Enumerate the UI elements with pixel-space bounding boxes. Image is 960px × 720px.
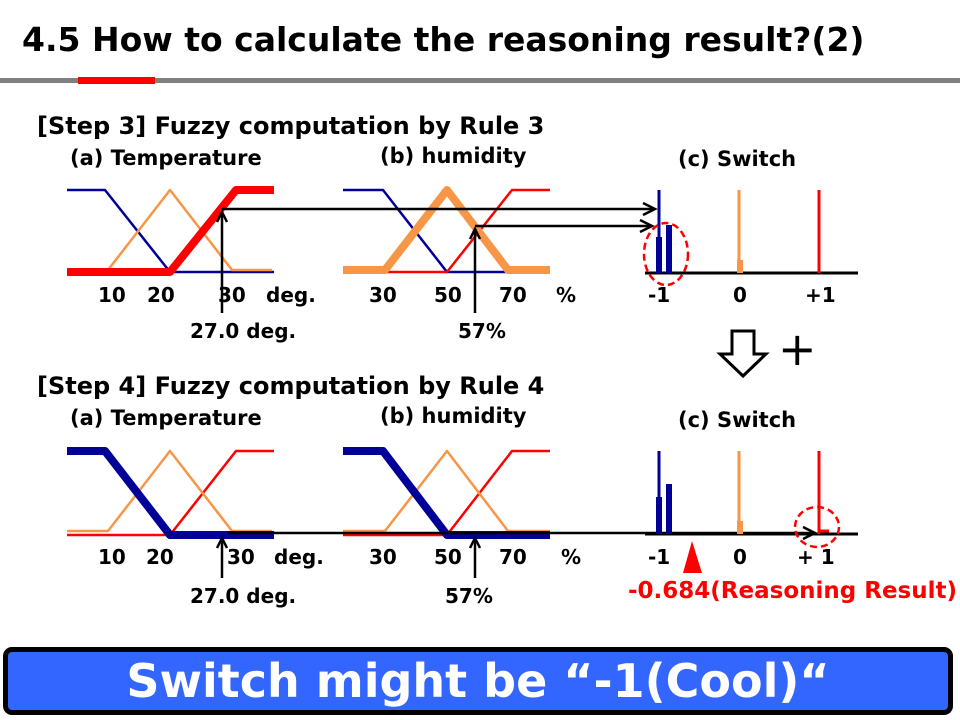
tick: 70 [499,545,527,569]
tick: 30 [218,283,246,307]
tick: 20 [146,545,174,569]
result-marker-icon [683,541,702,573]
tick: + 1 [797,545,835,569]
tick-unit: % [556,283,577,307]
slide-title: 4.5 How to calculate the reasoning resul… [22,20,865,59]
tick: 0 [733,283,747,307]
tick: -1 [648,283,671,307]
step4-switch-chart [645,451,858,573]
down-arrow-icon [716,329,770,379]
step3-temperature-chart [67,186,274,276]
step3-hum-title: (b) humidity [380,144,527,168]
conclusion-banner: Switch might be “-1(Cool)“ [3,647,953,715]
tick-unit: deg. [274,545,324,569]
tick: 30 [369,545,397,569]
step4-switch-title: (c) Switch [678,408,797,432]
tick: 30 [369,283,397,307]
step4-heading: [Step 4] Fuzzy computation by Rule 4 [37,372,545,400]
temp-input-label: 27.0 deg. [190,319,297,343]
hum-input-label: 57% [445,584,493,608]
tick: 30 [227,545,255,569]
title-rule [0,78,960,83]
tick: 10 [98,545,126,569]
step3-temp-title: (a) Temperature [70,146,262,170]
hum-input-label: 57% [458,319,506,343]
step3-switch-title: (c) Switch [678,147,797,171]
step4-temperature-chart [67,447,274,539]
tick: 20 [147,283,175,307]
step3-switch-chart [642,190,858,287]
step3-input-arrows [215,201,658,313]
tick: 50 [434,283,462,307]
temp-input-label: 27.0 deg. [190,584,297,608]
tick: +1 [805,283,836,307]
step3-humidity-chart [343,186,550,274]
tick: 10 [98,283,126,307]
tick: -1 [648,545,671,569]
plus-sign: + [778,322,817,376]
reasoning-result: -0.684(Reasoning Result) [628,578,957,604]
step4-humidity-chart [343,447,550,539]
tick-unit: deg. [266,283,316,307]
step4-hum-title: (b) humidity [380,404,527,428]
highlight-circle [793,505,841,549]
tick: 70 [499,283,527,307]
tick: 0 [733,545,747,569]
step4-temp-title: (a) Temperature [70,406,262,430]
tick-unit: % [561,545,582,569]
highlight-circle [642,221,690,287]
step3-heading: [Step 3] Fuzzy computation by Rule 3 [37,112,545,140]
tick: 50 [434,545,462,569]
title-rule-accent [78,77,155,84]
